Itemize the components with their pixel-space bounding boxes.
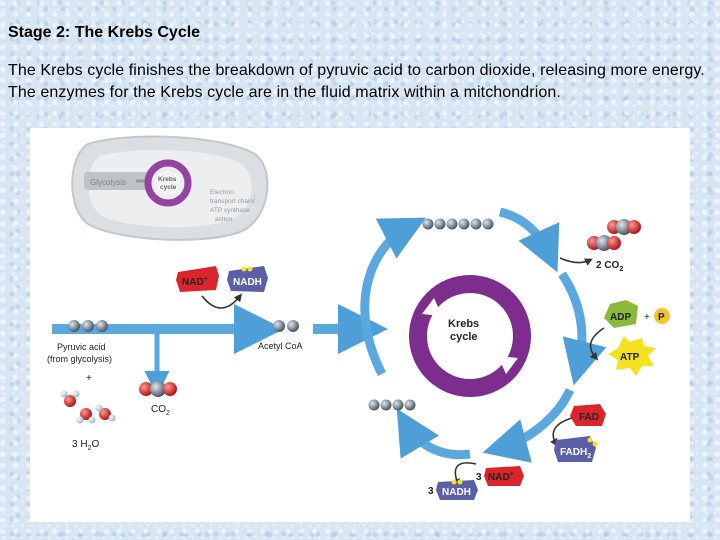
co2-release-arrow (559, 257, 593, 266)
svg-text:NADH: NADH (233, 277, 262, 288)
atp-badge: ATP (608, 336, 656, 376)
krebs-inner-cycle (409, 275, 531, 397)
atp-conversion-arrow (589, 327, 605, 361)
four-carbon-molecule (368, 399, 416, 411)
plus-p-sign: + (644, 312, 650, 323)
svg-text:FAD: FAD (579, 412, 599, 423)
inset-glycolysis-label: Glycolysis (90, 178, 126, 187)
fad-badge: FAD (570, 404, 606, 426)
fad-conversion-arrow (550, 417, 573, 447)
inset-etc-line1: Electron (210, 189, 234, 196)
pyruvic-acid-molecule (68, 320, 108, 332)
pyruvic-acid-label: Pyruvic acid (57, 342, 106, 352)
krebs-diagram-svg: Glycolysis Krebs cycle Electron transpor… (47, 135, 670, 500)
nadh-bottom-badge: NADH (436, 479, 478, 500)
svg-text:ATP: ATP (620, 352, 640, 363)
slide-body-text: The Krebs cycle finishes the breakdown o… (8, 62, 705, 101)
co2-molecules-right (587, 219, 641, 251)
nadh-badge: NADH (227, 266, 268, 292)
svg-text:NADH: NADH (442, 487, 471, 498)
fadh2-badge: FADH2 (554, 436, 598, 462)
phosphate-badge: P (654, 308, 670, 324)
svg-text:NAD+: NAD+ (488, 471, 514, 483)
inset-etc-line2: transport chain/ (210, 198, 255, 205)
slide-title: Stage 2: The Krebs Cycle (8, 24, 201, 41)
svg-text:P: P (658, 312, 665, 323)
acetyl-coa-molecule (273, 320, 299, 332)
krebs-center-sublabel: cycle (450, 331, 478, 343)
co2-left-label: CO2 (151, 404, 170, 417)
inset-mitochondrion: Glycolysis Krebs cycle Electron transpor… (71, 135, 269, 241)
co2-right-label: 2 CO2 (596, 260, 623, 273)
inset-etc-line4: action (215, 216, 233, 223)
nad-bottom-coefficient: 3 (476, 472, 482, 483)
inset-etc-line3: ATP synthase (210, 207, 250, 214)
six-carbon-molecule (422, 218, 494, 230)
adp-badge: ADP (604, 300, 638, 328)
inset-krebs-label: Krebs (158, 176, 177, 183)
nad-conversion-arrow (201, 293, 242, 309)
svg-text:FADH2: FADH2 (560, 447, 591, 460)
krebs-center-label: Krebs (448, 318, 479, 330)
krebs-cycle-figure: Glycolysis Krebs cycle Electron transpor… (30, 128, 690, 522)
svg-text:NAD+: NAD+ (182, 276, 208, 288)
krebs-outer-cycle (360, 207, 607, 463)
acetyl-coa-label: Acetyl CoA (258, 341, 303, 351)
plus-sign: + (86, 373, 92, 384)
water-molecules (60, 390, 116, 424)
co2-molecule-left (139, 381, 177, 397)
nad-bottom-conversion-arrow (452, 462, 477, 487)
pyruvic-acid-sublabel: (from glycolysis) (47, 354, 112, 364)
nad-plus-badge: NAD+ (176, 266, 219, 292)
nadh-bottom-coefficient: 3 (428, 486, 434, 497)
svg-text:ADP: ADP (610, 312, 631, 323)
nad-plus-bottom-badge: NAD+ (484, 466, 524, 486)
water-label: 3 H2O (72, 439, 99, 452)
inset-cycle-label: cycle (160, 184, 177, 191)
